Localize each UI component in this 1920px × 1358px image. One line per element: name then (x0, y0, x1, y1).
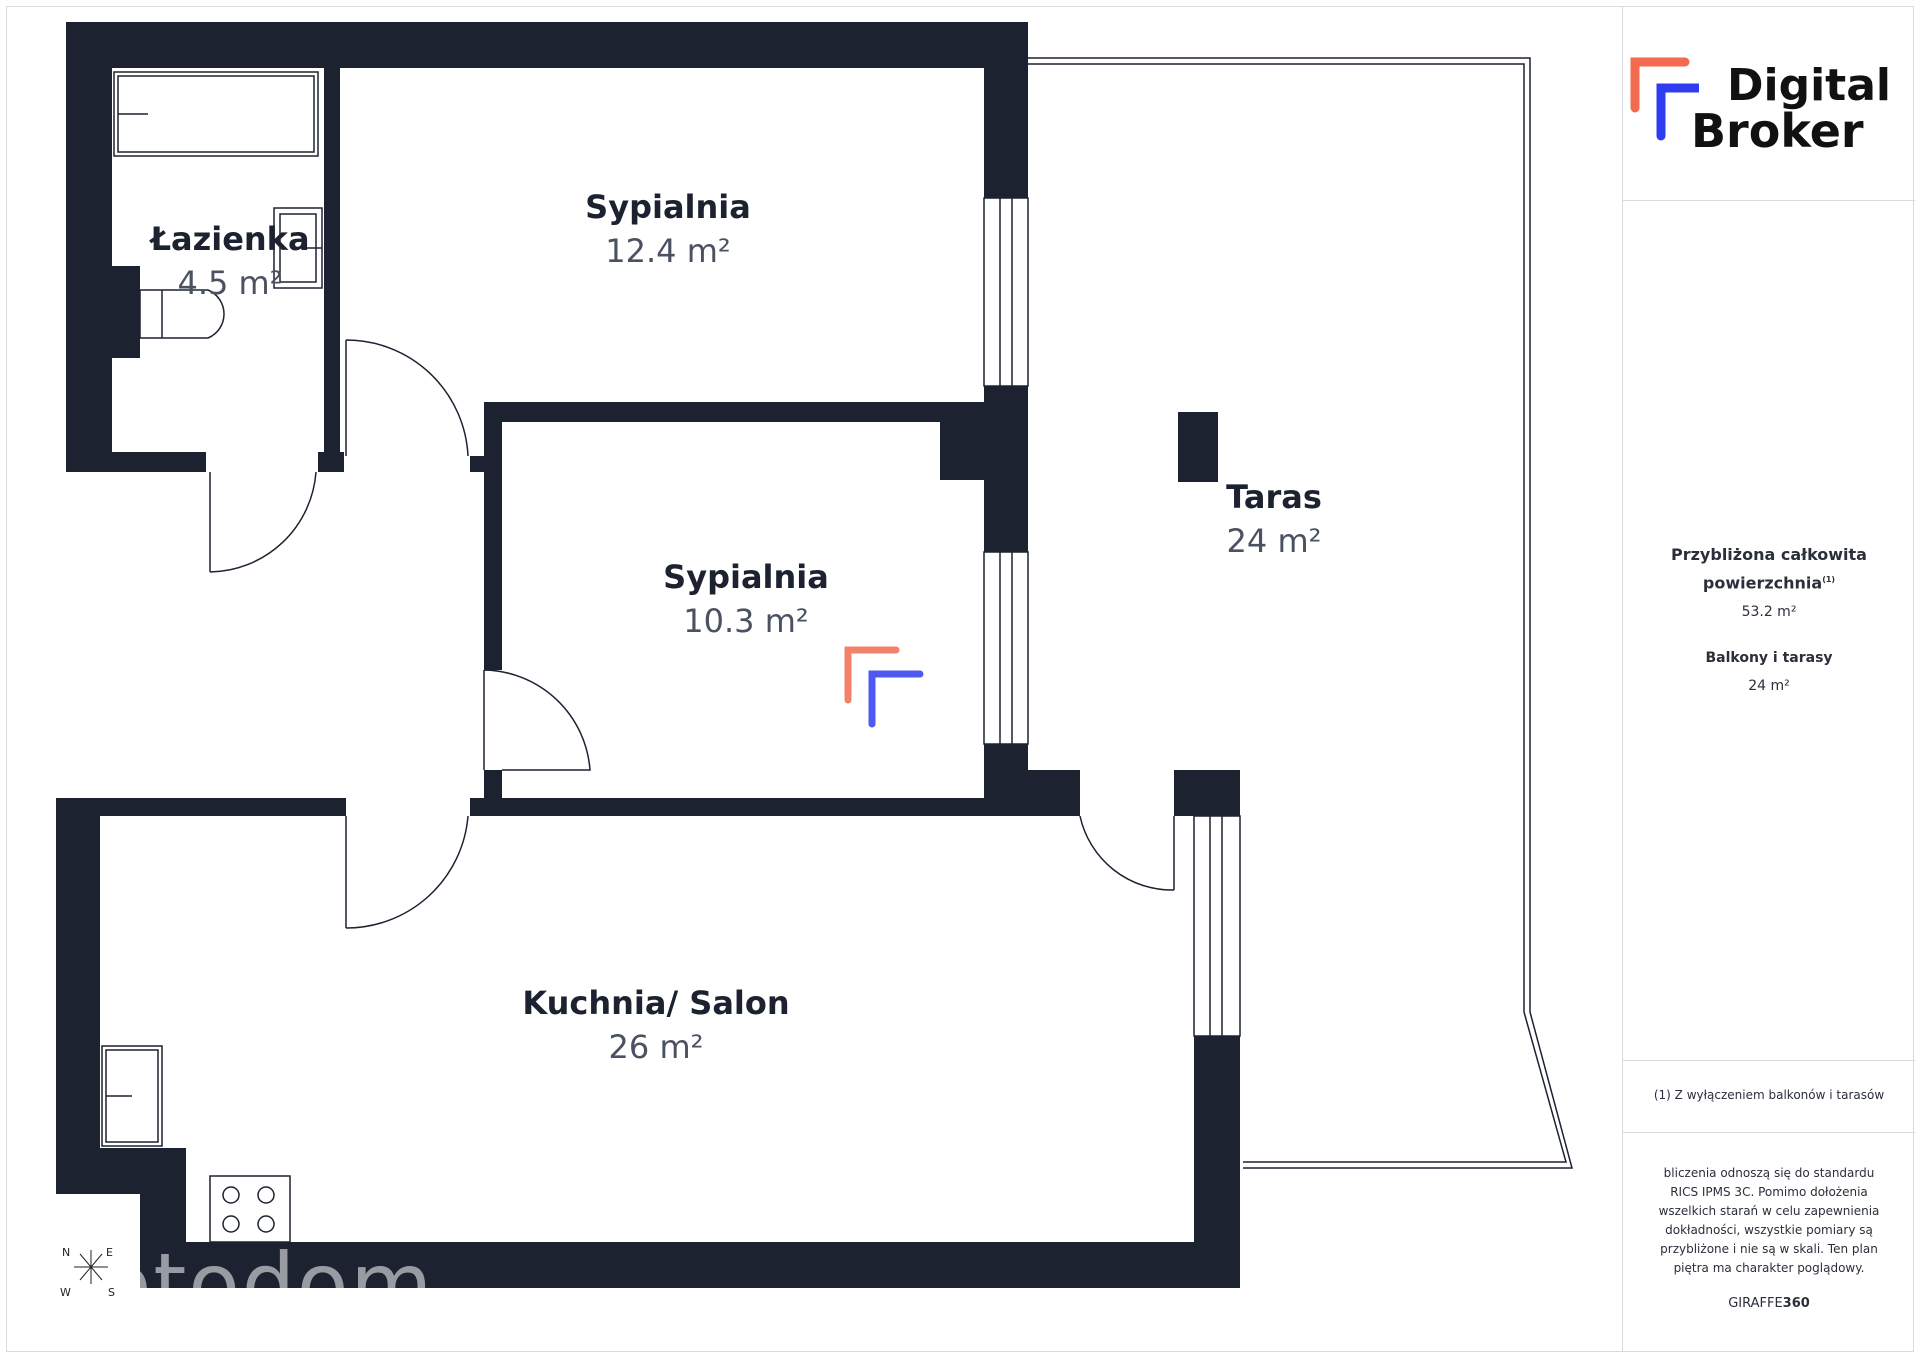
balcony-value: 24 m² (1748, 678, 1790, 694)
room-label-bathroom: Łazienka 4.5 m² (150, 220, 309, 302)
room-name: Taras (1226, 478, 1322, 516)
room-name: Sypialnia (663, 558, 829, 596)
window-kitchen (1193, 815, 1241, 1037)
total-area-label-line2: powierzchnia (1702, 573, 1823, 593)
wall-kitchen-top-left (56, 798, 346, 816)
wall-kitchen-right-top (1174, 770, 1240, 816)
terrace-outline-inner (1028, 63, 1567, 1163)
room-area: 24 m² (1226, 522, 1322, 560)
door-kitchen (345, 815, 469, 929)
brand-logo-mark (1630, 57, 1699, 141)
watermark-logo-mark (844, 646, 924, 728)
room-area: 26 m² (608, 1028, 704, 1066)
disclaimer-line: RICS IPMS 3C. Pomimo dołożenia (1670, 1185, 1868, 1199)
total-area-label: Przybliżona całkowita powierzchnia(1) (1623, 542, 1915, 595)
giraffe360-credit: GIRAFFE360 (1623, 1296, 1915, 1311)
room-name: Łazienka (150, 220, 310, 258)
total-area-label-line1: Przybliżona całkowita (1671, 545, 1867, 564)
wall-bed2-corner (940, 402, 1028, 480)
wall-bath-partition (324, 68, 340, 472)
brand-line2: Broker (1691, 104, 1864, 158)
compass-w: W (60, 1286, 71, 1299)
door-bedroom2 (483, 669, 591, 771)
disclaimer: bliczenia odnoszą się do standardu RICS … (1623, 1164, 1915, 1278)
door-bedroom1 (345, 339, 469, 457)
sidebar-divider (1623, 1060, 1915, 1061)
watermark-text: otodom (100, 1235, 435, 1333)
doors (209, 339, 1175, 929)
walls (56, 22, 1240, 1288)
kitchen-hob (209, 1175, 291, 1243)
wall-left-upper (66, 22, 112, 472)
compass-s: S (108, 1286, 115, 1299)
window-bedroom2 (983, 551, 1029, 745)
compass-e: E (106, 1246, 113, 1259)
wall-right-top (984, 22, 1028, 198)
wall-corridor-stub (470, 456, 484, 472)
info-sidebar: Digital Broker Przybliżona całkowita pow… (1622, 6, 1915, 1352)
brand-line1: Digital (1727, 60, 1891, 111)
footnote-marker: (1) (1822, 575, 1836, 584)
bathtub (113, 71, 319, 157)
kitchen-sink (101, 1045, 163, 1147)
toilet (139, 289, 225, 339)
disclaimer-line: piętra ma charakter poglądowy. (1673, 1261, 1865, 1275)
terrace-column (1178, 412, 1218, 482)
terrace-outline (1028, 57, 1573, 1169)
compass-n: N (62, 1246, 71, 1259)
wall-bed2-bottom (484, 798, 1080, 816)
footnote: (1) Z wyłączeniem balkonów i tarasów (1653, 1088, 1885, 1102)
wall-kitchen-left (56, 798, 100, 1194)
balcony-label: Balkony i tarasy (1705, 650, 1833, 666)
hob-burner (222, 1215, 240, 1233)
giraffe-prefix: GIRAFFE (1728, 1296, 1783, 1311)
total-area-value: 53.2 m² (1741, 604, 1797, 620)
disclaimer-line: przybliżone i nie są w skali. Ten plan (1660, 1242, 1878, 1256)
sidebar-divider (1623, 1132, 1915, 1133)
disclaimer-line: bliczenia odnoszą się do standardu (1663, 1166, 1875, 1180)
wall-bath-niche (112, 266, 140, 358)
room-label-terrace: Taras 24 m² (1226, 478, 1322, 560)
room-label-bedroom-2: Sypialnia 10.3 m² (663, 558, 829, 640)
door-bathroom (209, 471, 317, 573)
hob-burner (222, 1186, 240, 1204)
sidebar-divider (1623, 200, 1915, 201)
wall-bed2-bottom-right (1028, 770, 1080, 816)
window-bedroom1 (983, 197, 1029, 387)
hob-burner (257, 1215, 275, 1233)
hob-burner (257, 1186, 275, 1204)
room-name: Sypialnia (585, 188, 751, 226)
floor-plan (56, 22, 1573, 1288)
wall-kitchen-top-mid (470, 798, 484, 816)
room-area: 12.4 m² (605, 232, 731, 270)
wall-bed-partition (484, 402, 984, 422)
room-area: 10.3 m² (683, 602, 809, 640)
room-area: 4.5 m² (177, 264, 283, 302)
door-terrace (1079, 815, 1175, 891)
room-label-kitchen-living: Kuchnia/ Salon 26 m² (522, 984, 789, 1066)
wall-bed2-left-top (484, 402, 502, 670)
compass (74, 1250, 108, 1284)
wall-kitchen-bottom (140, 1242, 1240, 1288)
room-label-bedroom-1: Sypialnia 12.4 m² (585, 188, 751, 270)
fixtures (101, 71, 323, 1243)
wall-kitchen-right-low (1194, 1036, 1240, 1288)
disclaimer-line: wszelkich starań w celu zapewnienia (1658, 1204, 1880, 1218)
room-name: Kuchnia/ Salon (522, 984, 790, 1022)
disclaimer-line: dokładności, wszystkie pomiary są (1665, 1223, 1873, 1237)
wall-top (66, 22, 1028, 68)
windows (983, 197, 1241, 1037)
wall-bath-bottom-left (66, 452, 206, 472)
giraffe-suffix: 360 (1782, 1296, 1810, 1311)
